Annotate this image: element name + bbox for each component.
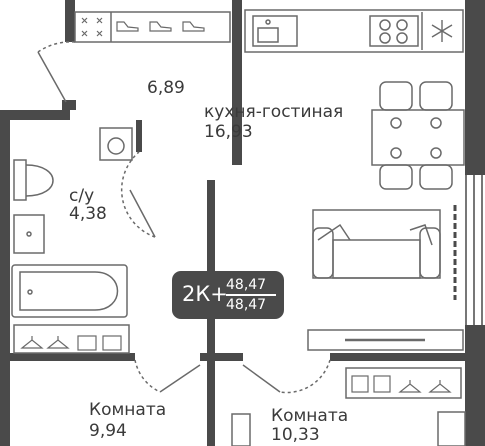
washing-machine-icon [99, 127, 133, 161]
snowflake-icon [431, 20, 453, 42]
sink-icon [13, 214, 45, 254]
beds-edge [231, 411, 466, 446]
bath-door [120, 151, 156, 238]
stove-icon [369, 15, 419, 47]
room1-door [134, 359, 201, 393]
wardrobe-room1 [13, 324, 130, 354]
room1-name: Комната [89, 400, 167, 420]
total-area-bottom: 48,47 [226, 297, 267, 313]
window-right [463, 175, 485, 325]
kitchen-area: 16,93 [204, 122, 253, 142]
chair-icon [379, 81, 453, 190]
apartment-type: 2К+ [182, 282, 228, 306]
kitchen-name: кухня-гостиная [204, 102, 344, 122]
toilet-icon [13, 159, 54, 201]
room1-area: 9,94 [89, 421, 127, 441]
shirt-icon [351, 375, 391, 393]
sofa-icon [312, 209, 441, 279]
sink-icon [252, 15, 298, 47]
bath-area: 4,38 [69, 204, 107, 224]
room2-door [242, 359, 331, 394]
bathroom-fixtures [11, 127, 133, 318]
dining-table-icon [371, 81, 465, 190]
wardrobe-room2 [345, 367, 462, 399]
tv-stand-icon [307, 329, 464, 351]
hall-area: 6,89 [147, 78, 185, 98]
hanger-icon [398, 380, 452, 393]
total-area-top: 48,47 [226, 277, 267, 293]
hanger-icon [20, 336, 70, 349]
sneaker-icon [116, 21, 205, 32]
room2-area: 10,33 [271, 425, 320, 445]
entry-door [37, 41, 76, 103]
bath-name: с/у [69, 186, 95, 206]
room2-name: Комната [271, 406, 349, 426]
badge-divider [226, 294, 276, 296]
shirt-icon [77, 335, 122, 351]
bathtub-icon [11, 264, 128, 318]
apartment-badge: 2К+ 48,47 48,47 [172, 271, 284, 319]
shoe-cabinet [74, 11, 231, 43]
kitchen-counter [244, 9, 464, 53]
